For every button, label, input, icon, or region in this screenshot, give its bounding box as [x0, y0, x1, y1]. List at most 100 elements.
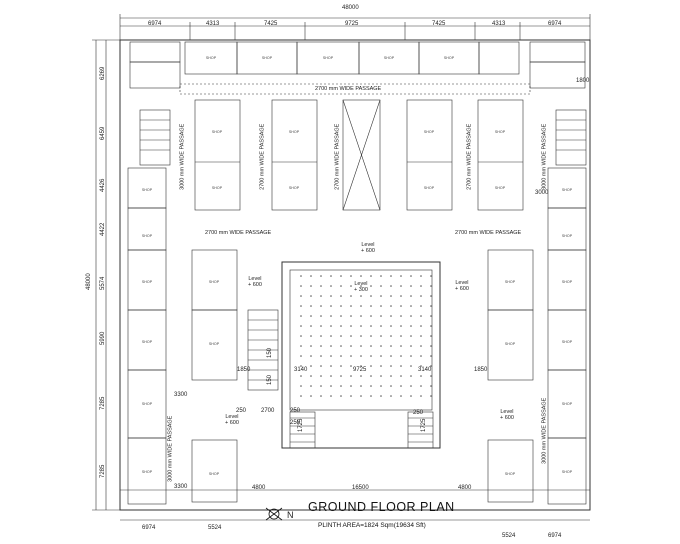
- dim-top-3: 7425: [264, 21, 278, 27]
- atrium-dot: [320, 305, 322, 307]
- room-label: SHOP: [141, 469, 153, 474]
- dim-inner-250-d: 250: [413, 410, 424, 416]
- room-label: SHOP: [211, 185, 223, 190]
- dim-left-3: 4426: [100, 178, 106, 192]
- atrium-dot: [370, 325, 372, 327]
- atrium-dot: [410, 355, 412, 357]
- atrium-dot: [360, 275, 362, 277]
- atrium-dot: [310, 275, 312, 277]
- dim-bottom-6: 5524: [502, 533, 516, 539]
- atrium-dot: [340, 275, 342, 277]
- dim-inner-3140-left: 3140: [294, 367, 308, 373]
- atrium-dot: [390, 385, 392, 387]
- atrium-dot: [340, 305, 342, 307]
- atrium-dot: [350, 345, 352, 347]
- atrium-dot: [400, 305, 402, 307]
- atrium-dot: [380, 315, 382, 317]
- room-label: SHOP: [561, 469, 573, 474]
- atrium-dot: [300, 375, 302, 377]
- atrium-dot: [330, 285, 332, 287]
- atrium-dot: [420, 285, 422, 287]
- atrium-dot: [350, 315, 352, 317]
- atrium-dot: [430, 395, 432, 397]
- dim-left-overall: 48000: [86, 273, 92, 290]
- dim-inner-1725-right: 1725: [421, 418, 427, 432]
- atrium-dot: [320, 315, 322, 317]
- dim-left-4: 4422: [100, 222, 106, 236]
- atrium-dot: [380, 385, 382, 387]
- atrium-dot: [370, 385, 372, 387]
- atrium-dot: [300, 385, 302, 387]
- atrium-dot: [420, 315, 422, 317]
- atrium-dot: [410, 285, 412, 287]
- atrium-dot: [380, 345, 382, 347]
- atrium-dot: [330, 355, 332, 357]
- atrium-dot: [330, 295, 332, 297]
- room-label: SHOP: [561, 339, 573, 344]
- room-label: SHOP: [141, 233, 153, 238]
- atrium-dot: [350, 305, 352, 307]
- room-label: SHOP: [423, 185, 435, 190]
- room-label: SHOP: [561, 187, 573, 192]
- atrium-dot: [340, 375, 342, 377]
- dim-bottom-3: 4800: [252, 485, 266, 491]
- room-label: SHOP: [423, 129, 435, 134]
- atrium-dot: [390, 355, 392, 357]
- room-label: SHOP: [494, 129, 506, 134]
- atrium-dot: [420, 295, 422, 297]
- atrium-dot: [300, 275, 302, 277]
- atrium-dot: [300, 305, 302, 307]
- atrium-dot: [300, 295, 302, 297]
- passage-label-v7: 3000 mm WIDE PASSAGE: [541, 397, 548, 464]
- atrium-dot: [350, 335, 352, 337]
- atrium-dot: [330, 305, 332, 307]
- room-label: SHOP: [383, 55, 395, 60]
- atrium-dot: [300, 365, 302, 367]
- atrium-dot: [380, 305, 382, 307]
- atrium-dot: [400, 285, 402, 287]
- atrium-dot: [350, 295, 352, 297]
- atrium-dot: [310, 285, 312, 287]
- room-label: SHOP: [504, 471, 516, 476]
- atrium-dot: [350, 355, 352, 357]
- atrium-dot: [340, 295, 342, 297]
- atrium-dot: [430, 315, 432, 317]
- level-label-bottom-left: Level + 600: [225, 414, 239, 427]
- atrium-dot: [380, 375, 382, 377]
- room-label: SHOP: [141, 401, 153, 406]
- atrium-dot: [300, 285, 302, 287]
- room-label: SHOP: [288, 129, 300, 134]
- atrium-dot: [380, 335, 382, 337]
- room-label: SHOP: [561, 233, 573, 238]
- room-label: SHOP: [494, 185, 506, 190]
- atrium-dot: [310, 345, 312, 347]
- atrium-dot: [430, 305, 432, 307]
- atrium-dot: [420, 345, 422, 347]
- atrium-dot: [390, 315, 392, 317]
- atrium-dot: [400, 395, 402, 397]
- atrium-dot: [390, 375, 392, 377]
- passage-label-v3: 2700 mm WIDE PASSAGE: [334, 123, 341, 190]
- atrium-dot: [410, 375, 412, 377]
- atrium-dot: [430, 325, 432, 327]
- atrium-dot: [380, 285, 382, 287]
- atrium-dot: [390, 335, 392, 337]
- dim-inner-3000: 3000: [535, 190, 549, 196]
- passage-label-v1: 3000 mm WIDE PASSAGE: [179, 123, 186, 190]
- atrium-dot: [370, 305, 372, 307]
- room-label: SHOP: [141, 187, 153, 192]
- atrium-dot: [360, 355, 362, 357]
- atrium-dot: [340, 365, 342, 367]
- passage-label-top: 2700 mm WIDE PASSAGE: [315, 86, 382, 92]
- dim-inner-1850-left: 1850: [237, 367, 251, 373]
- atrium-dot: [340, 385, 342, 387]
- north-arrow-icon: [265, 507, 283, 521]
- atrium-dot: [380, 275, 382, 277]
- dim-top-2: 4313: [206, 21, 220, 27]
- atrium-dot: [390, 285, 392, 287]
- atrium-dot: [320, 355, 322, 357]
- atrium-dot: [330, 385, 332, 387]
- dim-inner-250-a: 250: [236, 408, 247, 414]
- atrium-dot: [340, 285, 342, 287]
- atrium-dot: [360, 375, 362, 377]
